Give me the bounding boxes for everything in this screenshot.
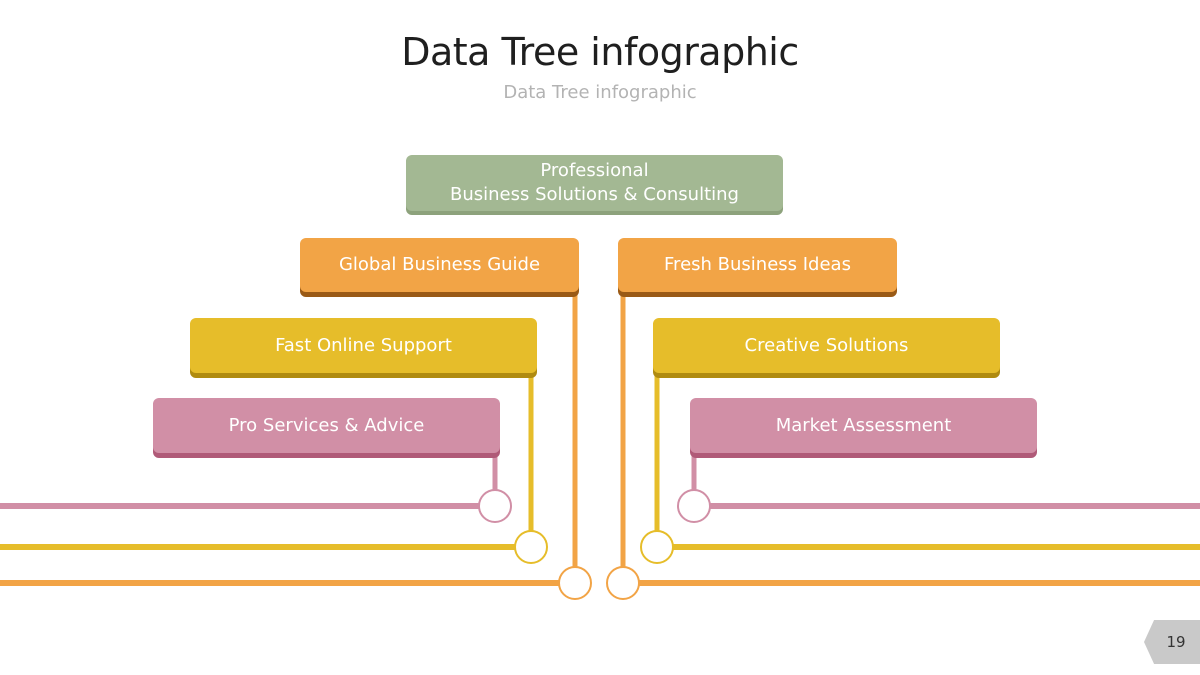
connector-node-left-1 (558, 566, 592, 600)
root-node-label: Professional Business Solutions & Consul… (450, 160, 739, 205)
branch-node-left-2: Fast Online Support (190, 318, 537, 373)
branch-node-label: Creative Solutions (744, 334, 909, 356)
branch-node-right-3: Market Assessment (690, 398, 1037, 453)
slide-subtitle: Data Tree infographic (503, 82, 697, 103)
branch-node-left-1: Global Business Guide (300, 238, 579, 292)
connector-node-left-3 (478, 489, 512, 523)
branch-node-left-3: Pro Services & Advice (153, 398, 500, 453)
branch-node-right-2: Creative Solutions (653, 318, 1000, 373)
branch-node-label: Pro Services & Advice (228, 414, 425, 436)
branch-node-label: Market Assessment (775, 414, 952, 436)
branch-node-label: Fast Online Support (275, 334, 452, 356)
connector-node-right-2 (640, 530, 674, 564)
connector-node-right-1 (606, 566, 640, 600)
branch-node-label: Global Business Guide (338, 254, 541, 275)
branch-node-label: Fresh Business Ideas (664, 254, 851, 275)
slide-title: Data Tree infographic (401, 30, 799, 74)
page-number-tag: 19 (1144, 620, 1200, 664)
root-node: Professional Business Solutions & Consul… (406, 155, 783, 211)
connector-node-left-2 (514, 530, 548, 564)
connector-node-right-3 (677, 489, 711, 523)
branch-node-right-1: Fresh Business Ideas (618, 238, 897, 292)
